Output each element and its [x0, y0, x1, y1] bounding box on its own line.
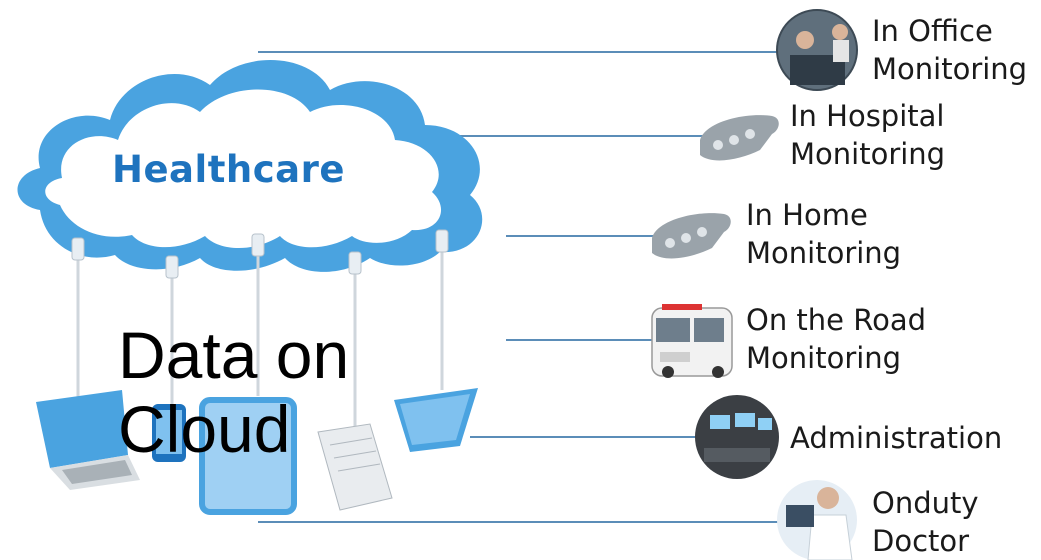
tablet-icon	[199, 397, 297, 515]
monitor-icon	[394, 388, 478, 452]
cloud-caption: Data on Cloud	[118, 318, 350, 466]
string-hooks	[71, 229, 449, 279]
label-onduty-doctor: Onduty Doctor	[872, 486, 979, 558]
phone-icon	[152, 404, 186, 462]
cloud-icon	[17, 60, 483, 272]
hanging-strings	[76, 240, 444, 428]
connector-lines	[258, 51, 784, 523]
server-tower-icon	[317, 423, 393, 511]
label-administration: Administration	[790, 421, 1003, 455]
laptop-icon	[36, 390, 140, 490]
wearable-device-icon	[652, 213, 731, 259]
cloud-title: Healthcare	[112, 148, 345, 191]
label-on-the-road: On the Road Monitoring	[746, 303, 927, 375]
label-in-home: In Home Monitoring	[746, 198, 902, 270]
label-in-hospital: In Hospital Monitoring	[790, 99, 946, 171]
doctor-photo-icon	[777, 480, 857, 560]
control-room-icon	[695, 395, 779, 479]
label-in-office: In Office Monitoring	[872, 14, 1028, 86]
office-worker-photo-icon	[776, 9, 858, 91]
ambulance-icon	[651, 304, 733, 378]
wearable-device-icon	[700, 115, 779, 161]
